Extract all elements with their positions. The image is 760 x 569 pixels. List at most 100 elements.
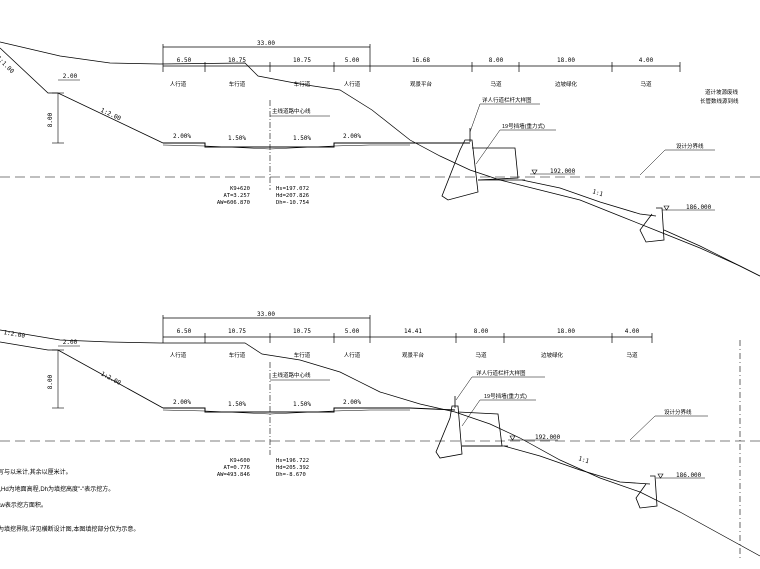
ground-line [0, 329, 760, 557]
station-data: AW=493.846 [217, 472, 250, 478]
cross-slope-label: 1.50% [228, 401, 246, 408]
zone-label: 马道 [490, 80, 502, 88]
cut-slope [0, 47, 164, 144]
elevation-marker [509, 435, 516, 441]
elevation-label: 186.000 [686, 204, 712, 211]
cross-slope-label: 1.50% [293, 401, 311, 408]
slope-ratio-label: 1:1 [591, 188, 604, 198]
dim-label: 8.00 [489, 57, 504, 64]
dim-label: 18.00 [557, 57, 575, 64]
elevation-label: 192.000 [550, 168, 576, 175]
station-data: K9+620 [230, 186, 250, 192]
extent-label: 道计坡源废线 [705, 88, 739, 96]
berm-width-label: 2.00 [63, 73, 78, 80]
section-2: 33.00 6.50 10.75 10.75 5.00 14.41 8.00 1… [0, 311, 760, 560]
zone-label: 车行道 [294, 351, 311, 359]
dim-label: 14.41 [404, 328, 422, 335]
cross-slope-label: 2.00% [173, 399, 191, 406]
callout-wall: 19号挡墙(重力式) [484, 392, 527, 400]
dim-label: 6.50 [177, 328, 192, 335]
dim-label: 16.68 [412, 57, 430, 64]
callout-rail: 详人行道栏杆大样图 [476, 369, 526, 377]
zone-label: 马道 [640, 80, 652, 88]
dim-label: 10.75 [228, 328, 246, 335]
zone-label: 马道 [475, 351, 487, 359]
berm-width-label: 2.00 [63, 339, 78, 346]
zone-label: 边坡绿化 [541, 351, 564, 359]
retaining-wall [435, 396, 508, 459]
station-data: AT=3.257 [224, 193, 251, 199]
fill-slope [503, 445, 651, 485]
elevation-data: Hs=197.072 [276, 186, 309, 192]
zone-label: 车行道 [229, 351, 246, 359]
ground-line [0, 41, 760, 277]
dim-label: 4.00 [625, 328, 640, 335]
road-surface [162, 142, 470, 150]
note-line: T,Aw表示挖方面积。 [0, 501, 47, 509]
total-width-label: 33.00 [257, 311, 275, 318]
zone-label: 观景平台 [402, 351, 425, 359]
design-line-label: 设计分界线 [676, 142, 704, 150]
design-line-label: 设计分界线 [664, 408, 692, 416]
dimension-chain [162, 44, 681, 72]
slope-ratio-label: 1:2.00 [3, 329, 26, 340]
extent-label: 长管数线源到线 [700, 97, 739, 105]
dim-label: 10.75 [293, 57, 311, 64]
dim-label: 18.00 [557, 328, 575, 335]
callout-wall: 19号挡墙(重力式) [502, 122, 545, 130]
zone-label: 人行道 [344, 80, 361, 88]
notes-block: 注写与以米计,其余以厘米计。 Hs,Hd为地面高程,Dh为填挖高度"-"表示挖方… [0, 468, 139, 533]
dim-label: 10.75 [293, 328, 311, 335]
station-data: AT=0.776 [224, 465, 251, 471]
cross-slope-label: 1.50% [228, 135, 246, 142]
elevation-marker [657, 473, 664, 479]
lower-wall [635, 475, 658, 509]
zone-label: 人行道 [170, 351, 187, 359]
slope-ratio-label: 1:2.00 [99, 107, 122, 123]
road-surface [162, 407, 456, 415]
station-data: K9+600 [230, 458, 250, 464]
cross-slope-label: 1.50% [293, 135, 311, 142]
cross-slope-label: 2.00% [343, 133, 361, 140]
cross-slope-label: 2.00% [343, 399, 361, 406]
centerline-label: 主线道路中心线 [272, 107, 311, 115]
fill-slope [521, 179, 657, 217]
elevation-label: 186.000 [676, 472, 702, 479]
slope-ratio-label: 1:1 [577, 455, 590, 465]
dim-label: 10.75 [228, 57, 246, 64]
note-line: 分为填挖界限,详见横断设计图,本图填挖部分仅为示意。 [0, 525, 139, 533]
elevation-marker [531, 169, 538, 175]
zone-label: 人行道 [344, 351, 361, 359]
dim-label: 5.00 [345, 328, 360, 335]
height-label: 8.00 [47, 112, 54, 127]
note-line: Hs,Hd为地面高程,Dh为填挖高度"-"表示挖方。 [0, 485, 114, 493]
elevation-data: Dh=-8.670 [276, 472, 306, 478]
dimension-chain [162, 315, 653, 343]
slope-ratio-label: 1:1.00 [0, 55, 15, 76]
dim-label: 8.00 [474, 328, 489, 335]
elevation-data: Hs=196.722 [276, 458, 309, 464]
dim-label: 4.00 [639, 57, 654, 64]
centerline-label: 主线道路中心线 [272, 371, 311, 379]
note-line: 注写与以米计,其余以厘米计。 [0, 468, 72, 476]
dim-label: 6.50 [177, 57, 192, 64]
total-width-label: 33.00 [257, 40, 275, 47]
zone-label: 马道 [626, 351, 638, 359]
cut-slope [0, 341, 164, 409]
zone-label: 观景平台 [410, 80, 433, 88]
lower-wall [639, 207, 665, 243]
retaining-wall [441, 128, 525, 201]
station-data: AW=606.870 [217, 200, 250, 206]
callout-rail: 详人行道栏杆大样图 [482, 96, 532, 104]
height-label: 8.00 [47, 374, 54, 389]
zone-label: 车行道 [229, 80, 246, 88]
cross-slope-label: 2.00% [173, 133, 191, 140]
elevation-data: Hd=207.826 [276, 193, 309, 199]
zone-label: 人行道 [170, 80, 187, 88]
zone-label: 边坡绿化 [555, 80, 578, 88]
elevation-marker [663, 205, 670, 211]
dim-label: 5.00 [345, 57, 360, 64]
section-1: 33.00 6.50 10.75 10.75 5.00 16.68 8.00 1… [0, 40, 760, 277]
slope-ratio-label: 1:2.00 [99, 370, 122, 387]
